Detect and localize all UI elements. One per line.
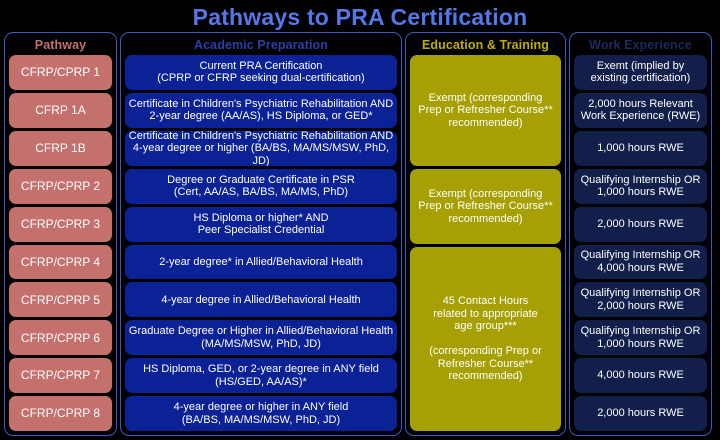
academic-cell[interactable]: 4-year degree or higher in ANY field (BA… — [125, 396, 397, 432]
column-body-academic-preparation: Current PRA Certification (CPRP or CFRP … — [125, 55, 397, 432]
column-pathway: Pathway CFRP/CPRP 1 CFRP 1A CFRP 1B CFRP… — [4, 32, 117, 436]
work-cell[interactable]: 1,000 hours RWE — [574, 130, 707, 166]
academic-cell[interactable]: 2-year degree* in Allied/Behavioral Heal… — [125, 244, 397, 280]
column-header-work-experience: Work Experience — [589, 38, 692, 52]
education-cell[interactable]: 45 Contact Hours related to appropriate … — [410, 247, 561, 431]
education-cell[interactable]: Exempt (corresponding Prep or Refresher … — [410, 55, 561, 167]
academic-cell[interactable]: Graduate Degree or Higher in Allied/Beha… — [125, 320, 397, 356]
academic-cell[interactable]: Degree or Graduate Certificate in PSR (C… — [125, 168, 397, 204]
education-cell[interactable]: Exempt (corresponding Prep or Refresher … — [410, 169, 561, 244]
column-work-experience: Work Experience Exemt (implied by existi… — [569, 32, 712, 436]
pathway-cell[interactable]: CFRP/CPRP 4 — [9, 244, 112, 280]
pathway-cell[interactable]: CFRP/CPRP 3 — [9, 206, 112, 242]
academic-cell[interactable]: Certificate in Children's Psychiatric Re… — [125, 92, 397, 128]
work-cell[interactable]: 4,000 hours RWE — [574, 358, 707, 394]
column-header-education-training: Education & Training — [421, 38, 549, 52]
academic-cell[interactable]: Certificate in Children's Psychiatric Re… — [125, 130, 397, 166]
academic-cell[interactable]: 4-year degree in Allied/Behavioral Healt… — [125, 282, 397, 318]
pathway-cell[interactable]: CFRP/CPRP 6 — [9, 320, 112, 356]
work-cell[interactable]: Qualifying Internship OR 1,000 hours RWE — [574, 320, 707, 356]
pathway-cell[interactable]: CFRP/CPRP 8 — [9, 396, 112, 432]
work-cell[interactable]: 2,000 hours RWE — [574, 206, 707, 242]
pathway-cell[interactable]: CFRP 1B — [9, 130, 112, 166]
pathway-cell[interactable]: CFRP/CPRP 1 — [9, 55, 112, 90]
column-body-pathway: CFRP/CPRP 1 CFRP 1A CFRP 1B CFRP/CPRP 2 … — [9, 55, 112, 432]
work-cell[interactable]: Qualifying Internship OR 1,000 hours RWE — [574, 168, 707, 204]
pathway-cell[interactable]: CFRP/CPRP 7 — [9, 358, 112, 394]
columns-container: Pathway CFRP/CPRP 1 CFRP 1A CFRP 1B CFRP… — [0, 32, 720, 440]
column-education-training: Education & Training Exempt (correspondi… — [405, 32, 566, 436]
academic-cell[interactable]: Current PRA Certification (CPRP or CFRP … — [125, 55, 397, 90]
page-title: Pathways to PRA Certification — [192, 4, 528, 30]
academic-cell[interactable]: HS Diploma or higher* AND Peer Specialis… — [125, 206, 397, 242]
column-header-academic-preparation: Academic Preparation — [194, 38, 328, 52]
pathway-cell[interactable]: CFRP/CPRP 5 — [9, 282, 112, 318]
academic-cell[interactable]: HS Diploma, GED, or 2-year degree in ANY… — [125, 358, 397, 394]
column-academic-preparation: Academic Preparation Current PRA Certifi… — [120, 32, 402, 436]
column-body-work-experience: Exemt (implied by existing certification… — [574, 55, 707, 432]
work-cell[interactable]: Qualifying Internship OR 4,000 hours RWE — [574, 244, 707, 280]
column-header-pathway: Pathway — [34, 38, 87, 52]
work-cell[interactable]: 2,000 hours RWE — [574, 396, 707, 432]
work-cell[interactable]: Qualifying Internship OR 2,000 hours RWE — [574, 282, 707, 318]
work-cell[interactable]: 2,000 hours Relevant Work Experience (RW… — [574, 92, 707, 128]
column-body-education-training: Exempt (corresponding Prep or Refresher … — [410, 55, 561, 431]
work-cell[interactable]: Exemt (implied by existing certification… — [574, 55, 707, 90]
pathway-cell[interactable]: CFRP/CPRP 2 — [9, 168, 112, 204]
pathway-cell[interactable]: CFRP 1A — [9, 92, 112, 128]
